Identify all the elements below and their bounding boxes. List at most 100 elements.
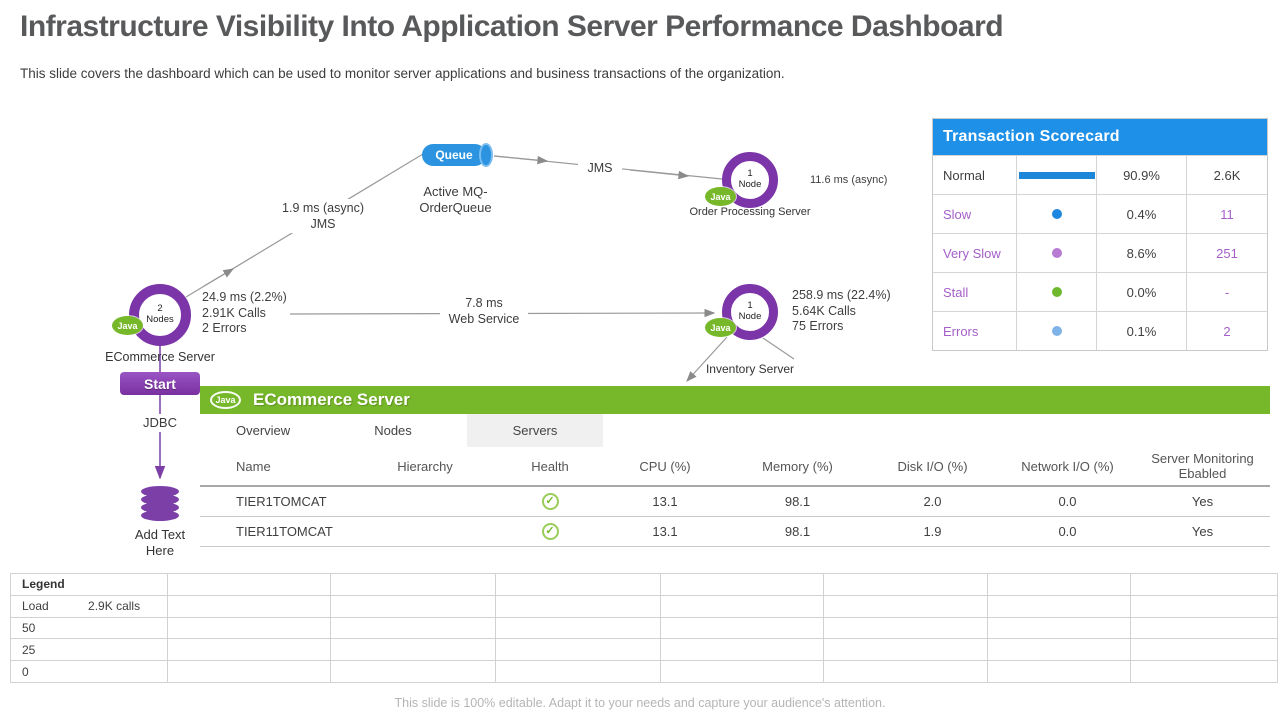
errors-status-dot-icon <box>1017 312 1097 350</box>
inventory-node-label: Inventory Server <box>705 362 795 376</box>
scorecard-row-value: 11 <box>1220 206 1234 222</box>
server-memory: 98.1 <box>784 524 811 539</box>
legend-row: Load 2.9K calls <box>10 594 1278 618</box>
edge-label-jdbc: JDBC <box>136 414 184 432</box>
col-hierarchy: Hierarchy <box>397 458 453 474</box>
scorecard-row-value: 2 <box>1223 323 1231 339</box>
scorecard-row-errors: Errors 0.1% 2 <box>933 311 1267 350</box>
legend-scale-50: 50 <box>10 616 168 640</box>
queue-label: Queue <box>435 148 473 162</box>
legend-cell <box>167 638 331 662</box>
legend-cell <box>823 660 988 683</box>
java-badge-icon: Java <box>112 316 143 335</box>
legend-cell <box>660 573 824 596</box>
scorecard-row-pct: 8.6% <box>1097 234 1187 272</box>
server-name: TIER1TOMCAT <box>236 494 327 509</box>
java-badge-icon: Java <box>705 318 736 337</box>
legend-cell <box>167 616 331 640</box>
scorecard-row-very-slow: Very Slow 8.6% 251 <box>933 233 1267 272</box>
legend-title: Legend <box>10 573 168 596</box>
tab-servers[interactable]: Servers <box>467 414 603 447</box>
transaction-scorecard: Transaction Scorecard Normal 90.9% 2.6K … <box>932 118 1268 351</box>
col-health: Health <box>531 458 569 474</box>
legend-cell <box>495 638 661 662</box>
legend-cell <box>495 616 661 640</box>
database-icon <box>141 486 179 521</box>
edge-label-web-service: 7.8 ms Web Service <box>440 294 528 328</box>
legend-load-label: Load <box>22 599 49 614</box>
server-monitoring: Yes <box>1191 524 1214 539</box>
server-network: 0.0 <box>1058 524 1077 539</box>
legend-cell <box>330 594 496 618</box>
col-monitoring: Server Monitoring Ebabled <box>1151 451 1254 481</box>
tab-overview[interactable]: Overview <box>236 423 291 438</box>
start-button[interactable]: Start <box>120 372 200 395</box>
ecommerce-panel-title: ECommerce Server <box>253 390 410 409</box>
edge-label-jms-async: 1.9 ms (async) JMS <box>262 199 384 233</box>
col-cpu: CPU (%) <box>639 458 691 474</box>
page-subtitle: This slide covers the dashboard which ca… <box>20 66 785 81</box>
edge-label-jms: JMS <box>578 159 622 177</box>
scorecard-row-stall: Stall 0.0% - <box>933 272 1267 311</box>
ecommerce-node-label: ECommerce Server <box>105 350 215 364</box>
col-name: Name <box>236 458 271 474</box>
scorecard-row-label: Stall <box>933 273 1017 311</box>
legend-cell <box>987 616 1131 640</box>
ecommerce-node-count: 2 Nodes <box>146 303 174 325</box>
slide-footer-note: This slide is 100% editable. Adapt it to… <box>394 696 886 710</box>
scorecard-row-label: Errors <box>933 312 1017 350</box>
health-ok-icon: ✓ <box>541 493 559 510</box>
legend-cell <box>823 616 988 640</box>
server-disk: 1.9 <box>923 524 942 539</box>
tab-nodes[interactable]: Nodes <box>374 423 412 438</box>
scorecard-row-value: - <box>1224 284 1230 300</box>
legend-cell <box>495 573 661 596</box>
scorecard-row-pct: 0.0% <box>1097 273 1187 311</box>
legend-cell <box>660 594 824 618</box>
legend-cell <box>167 660 331 683</box>
inventory-node-count: 1 Node <box>738 300 762 322</box>
legend-cell <box>987 573 1131 596</box>
ecommerce-node-ring[interactable]: 2 Nodes <box>129 284 191 346</box>
legend-row: 0 <box>10 660 1278 683</box>
legend-cell <box>660 660 824 683</box>
inventory-node-stats: 258.9 ms (22.4%) 5.64K Calls 75 Errors <box>792 288 891 333</box>
server-hierarchy <box>350 487 500 516</box>
page-title: Infrastructure Visibility Into Applicati… <box>20 10 1004 43</box>
order-node-stats: 11.6 ms (async) <box>810 174 888 186</box>
slow-status-dot-icon <box>1017 195 1097 233</box>
legend-table: Legend Load 2.9K calls 50 25 <box>10 573 1278 683</box>
normal-load-bar-icon <box>1017 156 1097 194</box>
scorecard-row-pct: 0.4% <box>1097 195 1187 233</box>
col-network: Network I/O (%) <box>1021 458 1114 474</box>
legend-scale-25: 25 <box>10 638 168 662</box>
server-cpu: 13.1 <box>652 494 678 509</box>
ecommerce-panel-header: Java ECommerce Server <box>200 386 1270 414</box>
panel-tabs: Overview Nodes Servers <box>200 414 1270 447</box>
server-table-header: Name Hierarchy Health CPU (%) Memory (%)… <box>200 447 1270 487</box>
legend-scale-0: 0 <box>10 660 168 683</box>
very-slow-status-dot-icon <box>1017 234 1097 272</box>
legend-cell <box>167 594 331 618</box>
java-badge-icon: Java <box>210 391 241 409</box>
scorecard-row-pct: 0.1% <box>1097 312 1187 350</box>
legend-cell <box>1130 573 1278 596</box>
queue-node[interactable]: Queue <box>422 143 493 167</box>
legend-cell <box>330 616 496 640</box>
server-memory: 98.1 <box>784 494 811 509</box>
java-badge-icon: Java <box>705 187 736 206</box>
legend-cell <box>1130 594 1278 618</box>
server-network: 0.0 <box>1058 494 1077 509</box>
scorecard-row-label: Normal <box>933 156 1017 194</box>
queue-cylinder-icon <box>479 143 493 167</box>
legend-cell <box>823 594 988 618</box>
health-ok-icon: ✓ <box>541 523 559 540</box>
legend-cell <box>823 638 988 662</box>
server-table-row[interactable]: TIER11TOMCAT ✓ 13.1 98.1 1.9 0.0 Yes <box>200 517 1270 547</box>
server-table-row[interactable]: TIER1TOMCAT ✓ 13.1 98.1 2.0 0.0 Yes <box>200 487 1270 517</box>
legend-cell <box>1130 616 1278 640</box>
legend-cell <box>330 638 496 662</box>
order-node-count: 1 Node <box>738 168 762 190</box>
server-monitoring: Yes <box>1191 494 1214 509</box>
